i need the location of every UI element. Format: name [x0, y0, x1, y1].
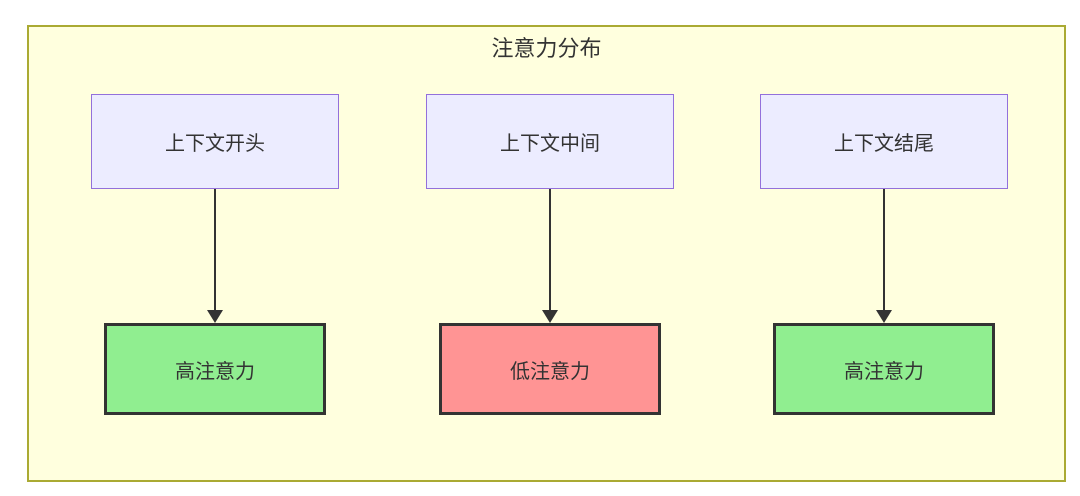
attention-result-node: 高注意力 [773, 323, 995, 415]
arrowhead-icon [542, 310, 558, 323]
attention-result-label: 高注意力 [844, 360, 924, 383]
arrow-line [883, 189, 885, 312]
arrow-down [760, 189, 1008, 323]
diagram-column-end: 上下文结尾 高注意力 [760, 94, 1008, 415]
arrowhead-icon [876, 310, 892, 323]
diagram-column-start: 上下文开头 高注意力 [91, 94, 339, 415]
diagram-title: 注意力分布 [491, 36, 602, 61]
context-middle-label: 上下文中间 [500, 133, 600, 155]
attention-result-label: 低注意力 [510, 360, 590, 383]
diagram-column-middle: 上下文中间 低注意力 [426, 94, 674, 415]
attention-result-label: 高注意力 [175, 360, 255, 383]
arrow-down [426, 189, 674, 323]
context-middle-node: 上下文中间 [426, 94, 674, 189]
context-end-node: 上下文结尾 [760, 94, 1008, 189]
arrow-line [549, 189, 551, 312]
attention-distribution-frame: 注意力分布 上下文开头 高注意力 上下文中间 低注意力 [27, 25, 1066, 482]
context-start-node: 上下文开头 [91, 94, 339, 189]
arrow-line [214, 189, 216, 312]
attention-result-node: 低注意力 [439, 323, 661, 415]
context-start-label: 上下文开头 [165, 133, 265, 155]
context-end-label: 上下文结尾 [834, 133, 934, 155]
arrow-down [91, 189, 339, 323]
arrowhead-icon [207, 310, 223, 323]
attention-result-node: 高注意力 [104, 323, 326, 415]
